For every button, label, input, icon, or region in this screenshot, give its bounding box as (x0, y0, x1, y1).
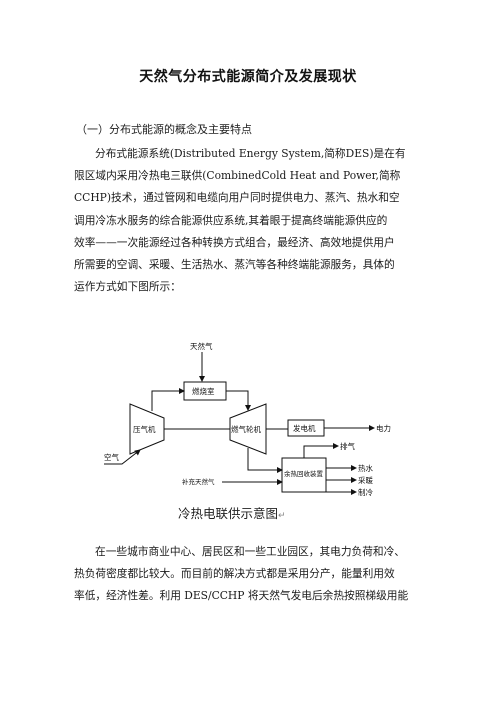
hot-gas-line (226, 390, 251, 411)
compressor-shape (129, 403, 165, 455)
exhaust-heat-line (247, 448, 283, 473)
paragraph-line: 调用冷冻水服务的综合能源供应系统,其着眼于提高终端能源供应的 (74, 213, 388, 227)
combustion-chamber-label: 燃烧室 (192, 386, 215, 396)
paragraph-line: 运作方式如下图所示： (74, 280, 181, 294)
caption-text: 冷热电联供示意图 (178, 506, 279, 521)
cchp-diagram: 天然气 燃烧室 压气机 燃气轮机 空气 发电机 电力 余热回收装置 补充天然气 … (104, 341, 391, 497)
electricity-label: 电力 (376, 423, 391, 433)
natural-gas-label: 天然气 (190, 341, 213, 351)
paragraph-context: 在一些城市商业中心、居民区和一些工业园区，其电力负荷和冷、 热负荷密度都比较大。… (74, 541, 424, 608)
gas-turbine-shape (229, 403, 267, 455)
paragraph-line: CCHP)技术，通过管网和电缆向用户同时提供电力、蒸汽、热水和空 (74, 191, 400, 205)
compressed-air-line (151, 388, 185, 411)
heat-recovery-label: 余热回收装置 (284, 469, 324, 478)
paragraph-line: 率低，经济性差。利用 DES/CCHP 将天然气发电后余热按照梯级用能 (74, 589, 409, 603)
generator-label: 发电机 (293, 423, 316, 433)
paragraph-line: 热负荷密度都比较大。而目前的解决方式都是采用分产，能量利用效 (74, 567, 395, 581)
cooling-label: 制冷 (358, 487, 373, 497)
return-mark: ↵ (278, 511, 286, 521)
air-arrow (104, 449, 141, 465)
hot-water-label: 热水 (358, 463, 373, 473)
exhaust-arrow (303, 443, 339, 458)
exhaust-label: 排气 (340, 441, 355, 451)
air-label: 空气 (104, 452, 119, 462)
paragraph-line: 所需要的空调、采暖、生活热水、蒸汽等各种终端能源服务，具体的 (74, 258, 395, 272)
heating-label: 采暖 (358, 475, 373, 485)
paragraph-line: 限区域内采用冷热电三联供(CombinedCold Heat and Power… (74, 169, 401, 183)
paragraph-line: 效率——一次能源经过各种转换方式组合，最经济、高效地提供用户 (74, 235, 395, 249)
paragraph-intro: 分布式能源系统(Distributed Energy System,简称DES)… (74, 143, 424, 298)
document-title: 天然气分布式能源简介及发展现状 (139, 69, 357, 85)
section-heading: （一）分布式能源的概念及主要特点 (76, 123, 252, 136)
gas-turbine-label: 燃气轮机 (231, 424, 261, 434)
figure-caption: 冷热电联供示意图↵ (178, 503, 286, 522)
supplementary-gas-label: 补充天然气 (182, 477, 215, 486)
paragraph-line: 在一些城市商业中心、居民区和一些工业园区，其电力负荷和冷、 (95, 545, 405, 558)
paragraph-line: 分布式能源系统(Distributed Energy System,简称DES)… (95, 147, 406, 160)
compressor-label: 压气机 (133, 424, 156, 434)
